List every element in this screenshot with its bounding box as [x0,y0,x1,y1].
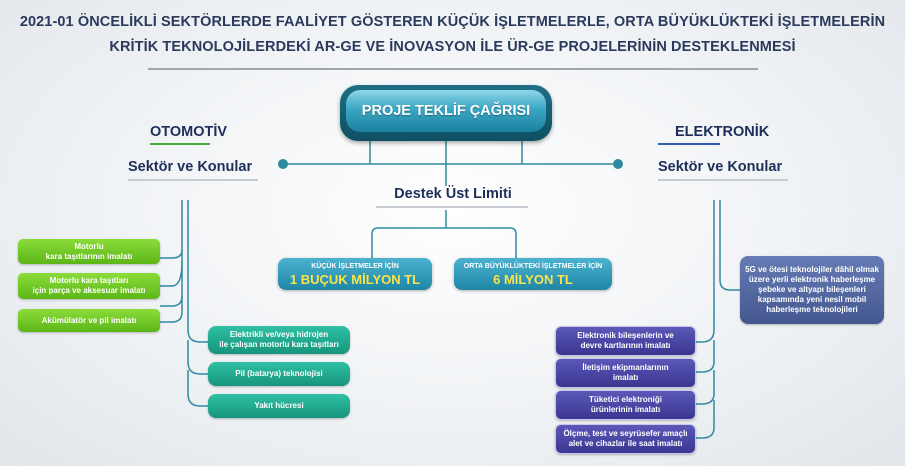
left-subtitle-underline [128,179,258,181]
left-sector-subtitle: Sektör ve Konular [128,159,253,175]
left-topic-parts-accessories: Motorlu kara taşıtları için parça ve aks… [18,273,160,299]
header-line-1: 2021-01 ÖNCELİKLİ SEKTÖRLERDE FAALİYET G… [19,14,886,30]
left-topic-fuel-cell: Yakıt hücresi [208,394,350,418]
header-divider [148,68,758,70]
left-topic-electric-hydrogen-vehicles: Elektrikli ve/veya hidrojen ile çalışan … [208,326,350,354]
right-sector-subtitle: Sektör ve Konular [658,159,783,175]
left-sector-title: OTOMOTİV [150,124,228,140]
right-title-underline [658,143,720,145]
right-topic-communication-equipment: İletişim ekipmanlarının imalatı [555,358,696,388]
support-limit-title: Destek Üst Limiti [394,186,512,202]
left-topic-accumulator-battery: Akümülatör ve pil imalatı [18,309,160,332]
right-topic-electronic-components: Elektronik bileşenlerin ve devre kartlar… [555,326,696,356]
left-topic-battery-technology: Pil (batarya) teknolojisi [208,362,350,386]
medium-business-limit-card: ORTA BÜYÜKLÜKTEKİ İŞLETMELER İÇİN 6 MİLY… [454,258,612,290]
proposal-call-label: PROJE TEKLİF ÇAĞRISI [346,90,546,132]
small-business-amount: 1 BUÇUK MİLYON TL [289,271,421,287]
proposal-call-button[interactable]: PROJE TEKLİF ÇAĞRISI [340,85,552,141]
left-title-underline [150,143,210,145]
right-topic-5g-technologies: 5G ve ötesi teknolojiler dâhil olmak üze… [740,256,884,324]
right-topic-consumer-electronics: Tüketici elektroniği ürünlerinin imalatı [555,390,696,420]
right-sector-title: ELEKTRONİK [675,124,770,140]
header-line-2: KRİTİK TEKNOLOJİLERDEKİ AR-GE VE İNOVASY… [109,39,796,55]
left-topic-motor-vehicles: Motorlu kara taşıtlarının imalatı [18,239,160,264]
small-business-label: KÜÇÜK İŞLETMELER İÇİN [311,262,399,270]
right-subtitle-underline [658,179,788,181]
medium-business-amount: 6 MİLYON TL [493,271,573,287]
medium-business-label: ORTA BÜYÜKLÜKTEKİ İŞLETMELER İÇİN [463,262,603,270]
small-business-limit-card: KÜÇÜK İŞLETMELER İÇİN 1 BUÇUK MİLYON TL [278,258,432,290]
support-limit-underline [376,206,528,208]
right-topic-measurement-instruments: Ölçme, test ve seyrüsefer amaçlı alet ve… [555,424,696,454]
